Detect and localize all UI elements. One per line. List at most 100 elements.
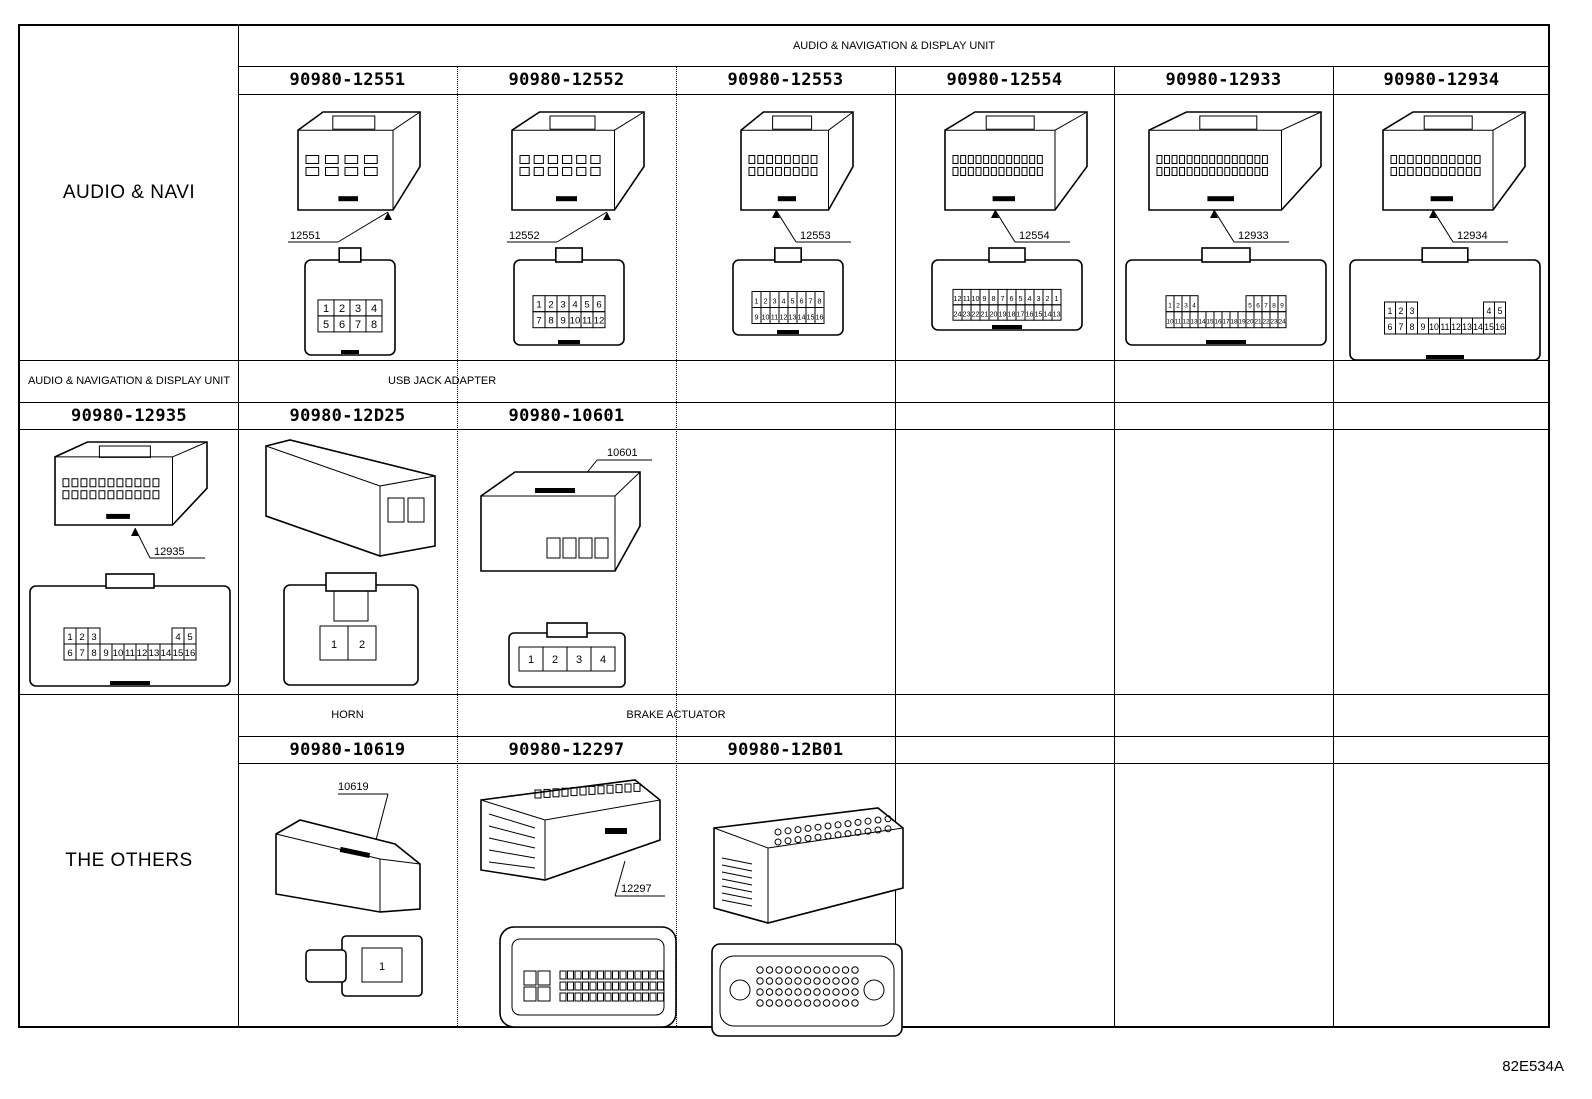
pin-number: 4 [1192,303,1196,310]
part-number: 90980-12D25 [289,405,406,426]
pin-number: 12 [779,313,787,322]
pin-cell [642,970,649,980]
pin-cell [523,970,537,986]
connector-leader-10601: 10601 [566,447,652,499]
housing-body [54,441,208,526]
pin-number: 5 [187,632,192,643]
pin-number: 7 [1000,294,1004,303]
housing-body [265,439,436,557]
pin-cell [813,977,821,985]
pin-cell [657,992,664,1002]
pin-number: 1 [67,632,72,643]
pin-cell [634,970,642,980]
pin-number: 22 [971,309,979,318]
pin-cell [649,970,657,980]
connector-leader-12553: 12553 [772,209,851,243]
pin-number: 14 [1043,309,1051,318]
pin-number: 1 [379,961,385,973]
pin-cell [814,307,824,324]
pin-cell [597,981,604,991]
pin-cell [612,981,619,991]
pin-cell [813,999,821,1007]
pin-cell [775,999,783,1007]
connector-housing-12935 [54,441,208,526]
pin-number: 3 [560,300,565,311]
group-header-usb-jack: USB JACK ADAPTER [388,375,497,387]
pin-number: 2 [763,297,767,306]
connector-housing-12554 [943,111,1088,211]
pin-number: 13 [1190,319,1198,326]
pin-number: 7 [1264,303,1268,310]
pin-cell [851,966,859,974]
pin-number: 23 [1270,319,1278,326]
pin-cell [590,646,616,672]
pin-number: 5 [790,297,794,306]
pin-number: 15 [173,648,184,659]
pin-cell [559,981,567,991]
part-number: 90980-10601 [508,405,625,426]
pin-cell [851,999,859,1007]
housing-body [1147,111,1322,211]
connector-leader-12552: 12552 [507,211,611,243]
pin-number: 8 [1272,303,1276,310]
pin-number: 13 [1462,322,1472,332]
pin-cell [756,999,764,1007]
pin-cell [775,988,783,996]
pin-number: 11 [582,316,592,327]
pin-number: 24 [953,309,961,318]
connector-housing-12933 [1147,111,1322,211]
pin-cell [604,981,612,991]
pin-number: 4 [370,303,376,315]
pin-number: 18 [1230,319,1238,326]
pin-cell [604,970,612,980]
connector-housing-12552 [510,111,645,211]
connector-housing-10601 [480,471,641,572]
part-number: 90980-12934 [1383,70,1500,90]
pin-number: 9 [103,648,108,659]
illustration-code: 82E534A [1502,1058,1564,1075]
pin-number: 10 [971,294,979,303]
pin-number: 3 [576,654,582,666]
pin-cell [803,966,812,974]
pin-number: 15 [806,313,814,322]
connector-housing-10619 [275,819,421,913]
row-divider [20,360,1548,361]
pin-cell [365,315,382,333]
pin-cell [822,966,831,974]
housing-body [275,819,421,913]
pin-cell [634,981,642,991]
housing-body [296,111,421,211]
pin-cell [756,966,764,974]
part-number: 90980-12297 [508,739,625,760]
pin-number: 5 [1497,306,1502,316]
pin-number: 6 [596,300,601,311]
pin-number: 1 [331,639,337,651]
pin-cell [775,977,783,985]
connector-housing-12553 [739,111,854,211]
pin-number: 18 [1007,309,1015,318]
pin-number: 19 [998,309,1006,318]
pin-number: 2 [1045,294,1049,303]
pin-number: 12 [1451,322,1461,332]
pin-cell [604,992,612,1002]
pin-number: 4 [1027,294,1031,303]
pin-cell [597,992,604,1002]
group-header-horn: HORN [331,709,364,721]
pin-number: 2 [552,654,558,666]
pin-cell [765,999,774,1007]
pin-number: 4 [781,297,785,306]
pin-number: 22 [1262,319,1270,326]
pin-number: 5 [322,319,328,331]
pin-number: 8 [991,294,995,303]
pin-cell [822,988,831,996]
group-header-brake-actuator: BRAKE ACTUATOR [626,709,726,721]
pin-number: 10 [113,648,124,659]
pin-number: 1 [754,297,758,306]
row-divider [238,66,1548,67]
pin-cell [803,977,812,985]
pin-cell [832,988,840,996]
pin-number: 6 [338,319,344,331]
